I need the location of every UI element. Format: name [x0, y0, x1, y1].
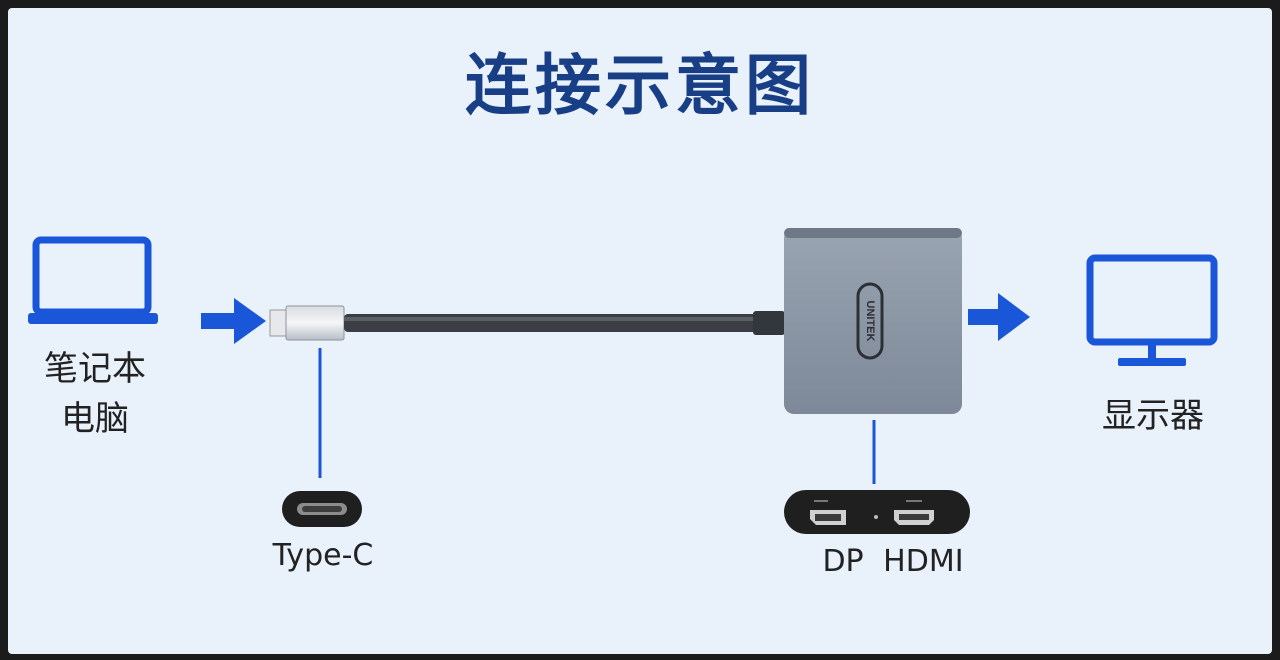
diagram-canvas: 连接示意图	[8, 8, 1272, 654]
arrow-right-icon	[201, 298, 266, 344]
laptop-label: 笔记本 电脑	[30, 344, 160, 444]
dp-hdmi-label: DP HDMI	[822, 544, 964, 579]
dp-hdmi-ports-icon	[784, 490, 970, 534]
laptop-icon	[28, 236, 158, 324]
typec-label: Type-C	[272, 538, 374, 573]
adapter-hub: UNITEK	[784, 228, 962, 414]
adapter-brand: UNITEK	[864, 301, 876, 342]
diagram-title: 连接示意图	[465, 47, 815, 124]
laptop-label-line1: 笔记本	[44, 349, 146, 389]
arrow-right-icon	[968, 293, 1030, 341]
usb-cable	[344, 311, 785, 335]
typec-plug	[269, 305, 345, 341]
diagram-graphics: UNITEK	[28, 228, 1218, 534]
typec-port-icon	[282, 491, 362, 527]
laptop-label-line2: 电脑	[61, 399, 129, 439]
monitor-label: 显示器	[1102, 396, 1204, 436]
monitor-icon	[1086, 254, 1218, 366]
